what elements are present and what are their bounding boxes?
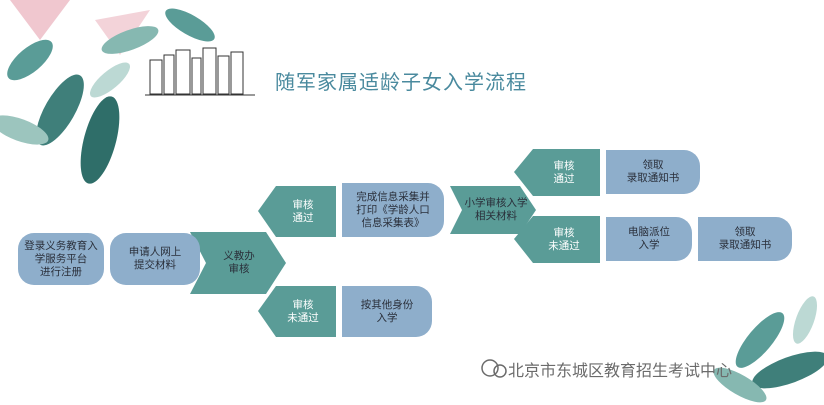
page-title: 随军家属适龄子女入学流程: [275, 70, 527, 94]
register-box: 登录义务教育入 学服务平台 进行注册: [18, 233, 104, 285]
office-review-label: 义教办 审核: [223, 250, 255, 275]
school-review-shape: [450, 186, 536, 234]
pink-triangle-decoration: [10, 0, 70, 40]
school-review-label: 小学审核入学 相关材料: [464, 197, 528, 222]
notice2-box: 领取 录取通知书: [698, 217, 792, 261]
fail1-shape: [258, 286, 336, 337]
pass2-label: 审核 通过: [553, 159, 575, 185]
fail2-shape: [514, 216, 600, 263]
leaf-decoration-bottom-right: [713, 296, 824, 403]
pass2-shape: [514, 149, 600, 196]
leaf-decoration-top-left: [0, 8, 215, 184]
computer-box: 电脑派位 入学: [606, 217, 692, 261]
fail2-label: 审核 未通过: [548, 226, 580, 252]
wechat-icon: [481, 359, 499, 377]
pass1-shape: [258, 186, 336, 237]
books-illustration: [145, 47, 255, 96]
collect-info-box: 完成信息采集并 打印《学龄人口 信息采集表》: [342, 183, 444, 237]
fail1-label: 审核 未通过: [287, 298, 319, 324]
other-id-box: 按其他身份 入学: [342, 286, 432, 337]
notice1-box: 领取 录取通知书: [606, 150, 700, 194]
apply-box: 申请人网上 提交材料: [110, 233, 200, 285]
office-review-shape: [190, 232, 286, 294]
watermark-text: 北京市东城区教育招生考试中心: [508, 361, 733, 380]
pass1-label: 审核 通过: [292, 198, 314, 224]
